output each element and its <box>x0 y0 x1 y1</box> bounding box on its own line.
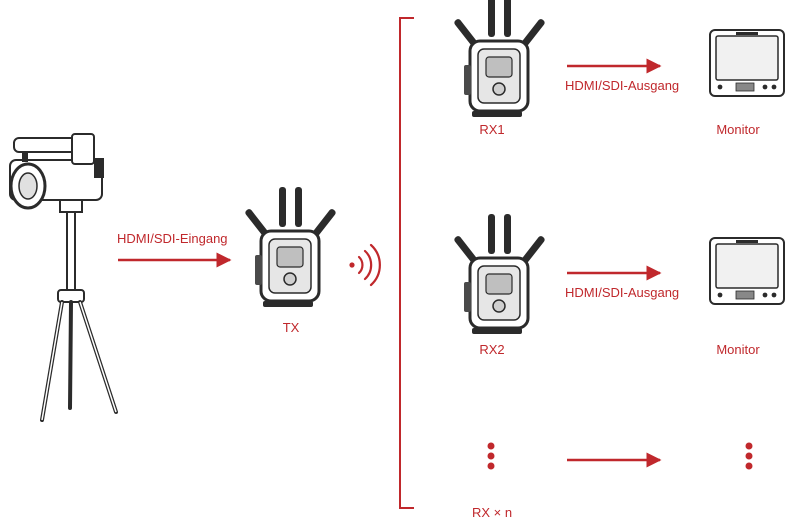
vertical-ellipsis-icon <box>487 442 495 470</box>
receiver-label-rx1: RX1 <box>479 122 505 137</box>
monitor-label-rx2: Monitor <box>716 342 760 357</box>
camera-on-tripod-icon <box>9 133 118 422</box>
output-label-rx1: HDMI/SDI-Ausgang <box>565 78 680 93</box>
transmitter-icon <box>242 185 339 309</box>
input-label: HDMI/SDI-Eingang <box>117 231 228 246</box>
receiver-label-rxn: RX × n <box>471 505 513 520</box>
monitor-label-rx1: Monitor <box>716 122 760 137</box>
wireless-signal-icon <box>349 243 381 287</box>
transmitter-label: TX <box>282 320 300 335</box>
receiver-label-rx2: RX2 <box>479 342 505 357</box>
monitor-icon <box>709 29 785 97</box>
output-label-rx2: HDMI/SDI-Ausgang <box>565 285 680 300</box>
vertical-ellipsis-icon <box>745 442 753 470</box>
receiver-icon <box>451 212 548 336</box>
monitor-icon <box>709 237 785 305</box>
receiver-icon <box>451 0 548 119</box>
distribution-bracket <box>399 17 414 509</box>
